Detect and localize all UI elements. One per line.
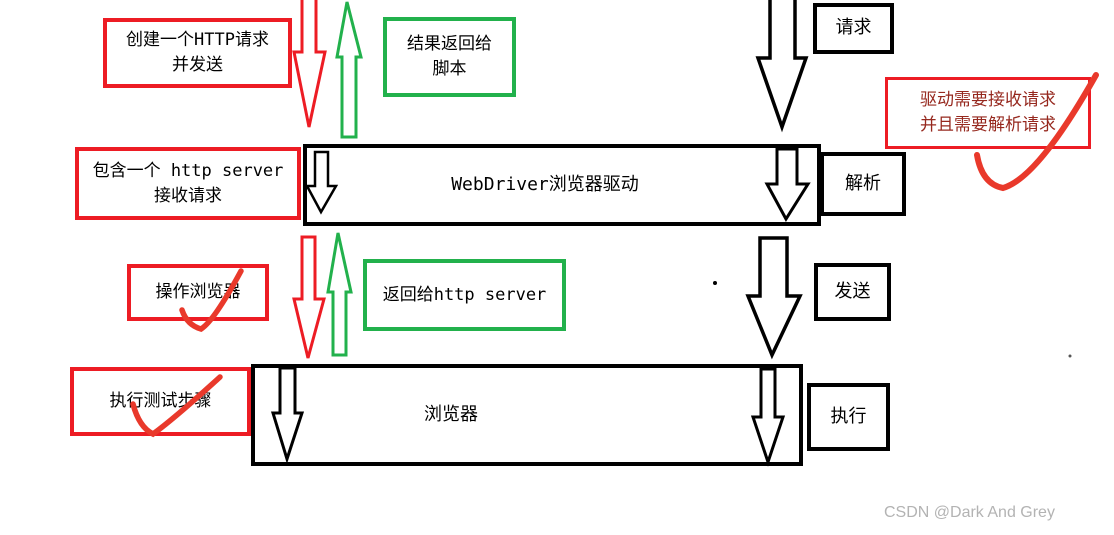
flow-box-send: 发送 <box>814 263 891 321</box>
red-down-arrow-top-icon <box>292 0 327 128</box>
red-down-arrow-middle-icon <box>292 235 326 359</box>
flow-box-request: 请求 <box>813 3 894 54</box>
ink-dot <box>713 281 717 285</box>
ink-dot <box>1068 354 1072 358</box>
green-up-arrow-top-icon <box>335 1 363 139</box>
note-return-http-server: 返回给http server <box>363 259 566 331</box>
csdn-watermark: CSDN @Dark And Grey <box>884 504 1055 521</box>
flow-box-parse: 解析 <box>820 152 906 216</box>
note-contains-http-server: 包含一个 http server 接收请求 <box>75 147 301 220</box>
flow-box-execute: 执行 <box>807 383 890 451</box>
note-execute-test-steps: 执行测试步骤 <box>70 367 251 436</box>
note-result-return-script: 结果返回给 脚本 <box>383 17 516 97</box>
flow-box-browser: 浏览器 <box>251 364 803 466</box>
green-up-arrow-middle-icon <box>326 232 353 357</box>
note-create-http-request: 创建一个HTTP请求 并发送 <box>103 18 292 88</box>
black-down-arrow-request-icon <box>755 0 809 133</box>
note-driver-receive-parse: 驱动需要接收请求 并且需要解析请求 <box>885 77 1091 149</box>
note-operate-browser: 操作浏览器 <box>127 264 269 321</box>
black-down-arrow-send-icon <box>745 236 803 360</box>
flow-box-webdriver-driver: WebDriver浏览器驱动 <box>303 144 821 226</box>
